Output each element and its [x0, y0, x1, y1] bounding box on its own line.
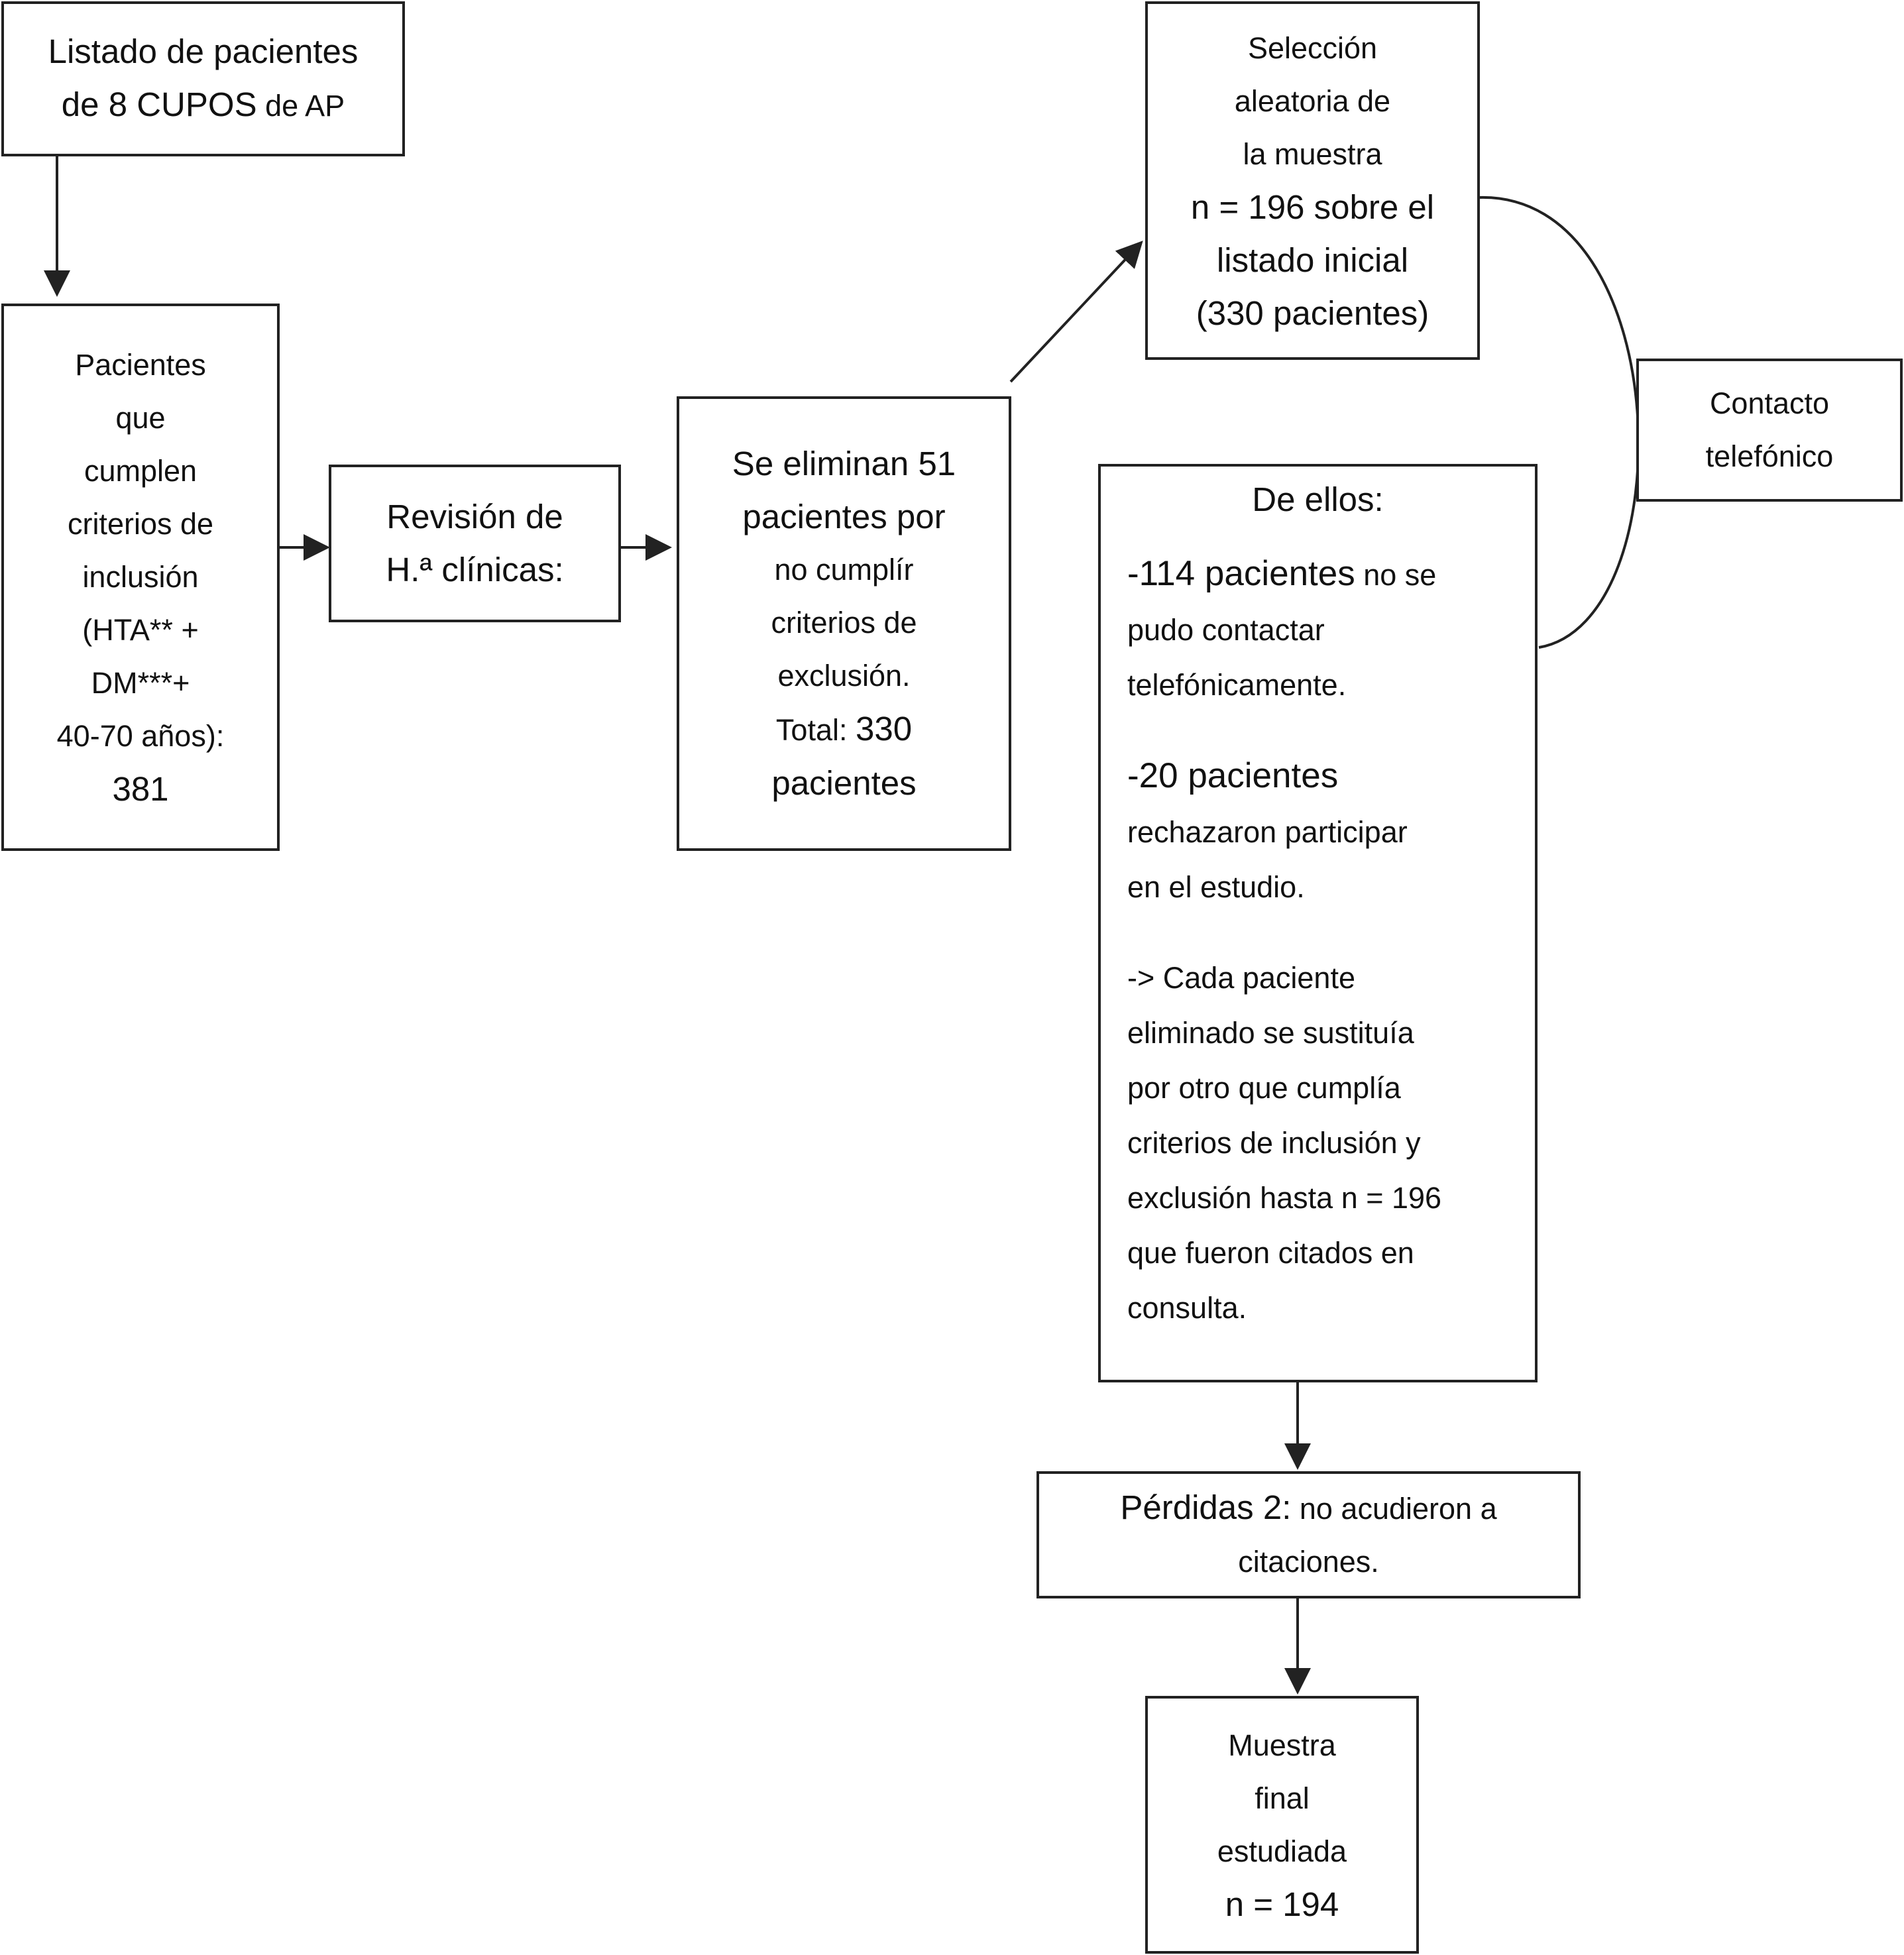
- ellos-item-2-line-2: rechazaron participar: [1127, 815, 1408, 849]
- listado-line-2-small: de AP: [256, 89, 345, 123]
- ellos-item-1-tail: no se: [1355, 558, 1437, 592]
- revision-line-1: Revisión de: [386, 498, 563, 535]
- ellos-note-line-4: criterios de inclusión y: [1127, 1126, 1421, 1160]
- seleccion-line-2: aleatoria de: [1234, 84, 1391, 118]
- ellos-note-line-3: por otro que cumplía: [1127, 1071, 1401, 1105]
- ellos-note-line-7: consulta.: [1127, 1291, 1247, 1325]
- perdidas-line-1: Pérdidas 2: no acudieron a: [1120, 1481, 1496, 1536]
- muestra-line-1: Muestra: [1228, 1728, 1336, 1762]
- box-revision-historias: Revisión de H.ª clínicas:: [329, 465, 621, 622]
- eliminan-line-1: Se eliminan 51: [732, 445, 956, 482]
- revision-line-2: H.ª clínicas:: [386, 551, 564, 588]
- pacientes-line-4: criterios de: [67, 507, 214, 541]
- muestra-line-3: estudiada: [1217, 1834, 1347, 1868]
- perdidas-line-2: citaciones.: [1238, 1545, 1379, 1579]
- muestra-line-2: final: [1255, 1781, 1310, 1815]
- pacientes-line-7: DM***+: [91, 666, 190, 700]
- box-eliminados: Se eliminan 51 pacientes por no cumplír …: [677, 396, 1011, 851]
- ellos-note-line-1: -> Cada paciente: [1127, 961, 1355, 995]
- eliminan-total: Total: 330: [776, 702, 912, 757]
- seleccion-line-6: (330 pacientes): [1196, 294, 1429, 332]
- ellos-item-2-head: -20 pacientes: [1127, 748, 1522, 805]
- eliminan-line-7: pacientes: [771, 764, 917, 802]
- contacto-line-1: Contacto: [1709, 386, 1830, 420]
- seleccion-line-1: Selección: [1247, 30, 1378, 65]
- listado-line-2: de 8 CUPOS de AP: [62, 78, 345, 133]
- box-perdidas: Pérdidas 2: no acudieron a citaciones.: [1036, 1471, 1581, 1598]
- arrow-eliminan-to-seleccion: [1009, 241, 1143, 383]
- ellos-item-1-count: -114 pacientes: [1127, 554, 1355, 593]
- listado-line-1: Listado de pacientes: [48, 32, 359, 70]
- box-de-ellos: De ellos: -114 pacientes no se pudo cont…: [1098, 464, 1538, 1382]
- contacto-line-2: telefónico: [1705, 439, 1834, 473]
- perdidas-label: Pérdidas 2:: [1120, 1488, 1292, 1526]
- box-muestra-final: Muestra final estudiada n = 194: [1145, 1696, 1419, 1954]
- seleccion-line-4: n = 196 sobre el: [1190, 188, 1435, 226]
- seleccion-line-5: listado inicial: [1216, 241, 1409, 279]
- eliminan-line-3: no cumplír: [774, 553, 914, 586]
- box-contacto-telefonico: Contacto telefónico: [1636, 359, 1903, 502]
- ellos-note-line-5: exclusión hasta n = 196: [1127, 1181, 1442, 1215]
- muestra-count: n = 194: [1225, 1885, 1339, 1923]
- pacientes-line-2: que: [115, 401, 166, 435]
- ellos-note-line-6: que fueron citados en: [1127, 1236, 1414, 1270]
- pacientes-line-5: inclusión: [82, 560, 199, 594]
- ellos-heading: De ellos:: [1252, 480, 1384, 518]
- eliminan-line-4: criterios de: [771, 606, 917, 640]
- ellos-note-line-2: eliminado se sustituía: [1127, 1016, 1414, 1050]
- listado-line-2-main: de 8 CUPOS: [61, 85, 257, 123]
- box-listado-pacientes: Listado de pacientes de 8 CUPOS de AP: [1, 1, 405, 156]
- ellos-item-1-head: -114 pacientes no se: [1127, 546, 1522, 602]
- seleccion-line-3: la muestra: [1243, 137, 1382, 171]
- pacientes-line-6: (HTA** +: [82, 613, 199, 647]
- ellos-item-2-count: -20 pacientes: [1127, 756, 1339, 795]
- ellos-item-1-line-3: telefónicamente.: [1127, 668, 1347, 702]
- eliminan-total-value: 330: [855, 710, 913, 748]
- pacientes-line-3: cumplen: [84, 454, 197, 488]
- box-pacientes-criterios: Pacientes que cumplen criterios de inclu…: [1, 304, 280, 851]
- pacientes-count: 381: [112, 770, 169, 808]
- ellos-item-2-line-3: en el estudio.: [1127, 870, 1305, 904]
- pacientes-line-1: Pacientes: [75, 348, 206, 382]
- eliminan-total-label: Total:: [775, 713, 856, 747]
- ellos-item-1-line-2: pudo contactar: [1127, 613, 1325, 647]
- perdidas-reason: no acudieron a: [1291, 1492, 1497, 1526]
- eliminan-line-5: exclusión.: [777, 659, 911, 693]
- pacientes-line-8: 40-70 años):: [56, 719, 225, 753]
- box-seleccion-aleatoria: Selección aleatoria de la muestra n = 19…: [1145, 1, 1480, 360]
- eliminan-line-2: pacientes por: [742, 498, 946, 535]
